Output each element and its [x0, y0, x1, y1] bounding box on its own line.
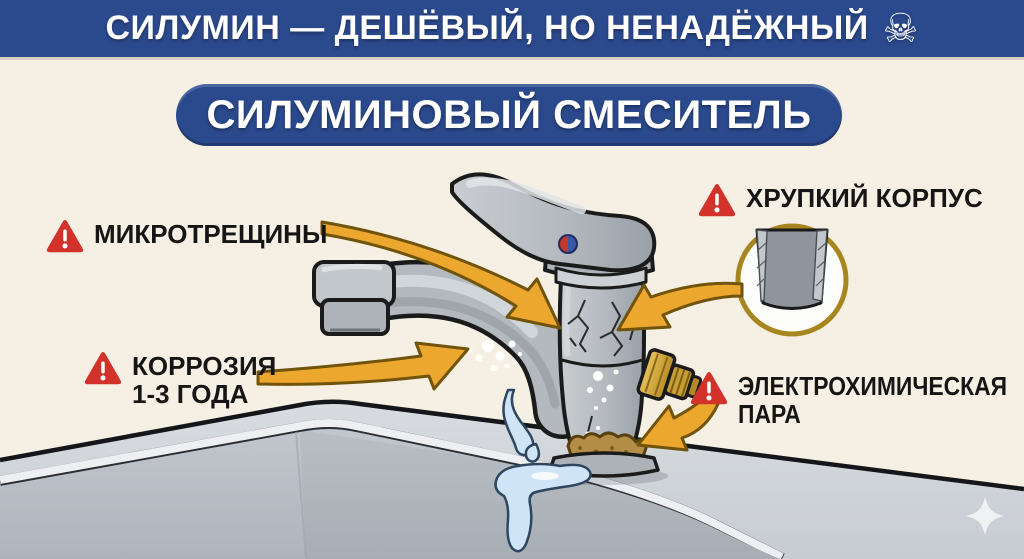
faucet [312, 172, 703, 485]
water-puddle [494, 462, 592, 553]
callout-arrows [256, 220, 744, 452]
header-title: СИЛУМИН — ДЕШЁВЫЙ, НО НЕНАДЁЖНЫЙ [105, 9, 869, 47]
hot-cold-indicator [558, 234, 578, 254]
brass-fitting [636, 348, 703, 401]
callout-electrochemical-label-line1: ЭЛЕКТРОХИМИЧЕСКАЯ [738, 371, 1008, 401]
warning-icon [690, 371, 728, 405]
header-banner: СИЛУМИН — ДЕШЁВЫЙ, НО НЕНАДЁЖНЫЙ ☠ [0, 0, 1024, 57]
callout-microcracks: МИКРОТРЕЩИНЫ [46, 219, 328, 253]
callout-fragile-body: ХРУПКИЙ КОРПУС [698, 183, 983, 217]
callout-corrosion-label-line2: 1-3 ГОДА [132, 379, 249, 409]
pipe-cross-section-inset [735, 223, 849, 337]
faucet-illustration [0, 172, 1024, 559]
faucet-spout [312, 259, 591, 439]
callout-electrochemical-pair: ЭЛЕКТРОХИМИЧЕСКАЯ ПАРА [690, 371, 1024, 429]
callout-corrosion-label-line1: КОРРОЗИЯ [132, 351, 277, 381]
warning-icon [46, 219, 84, 253]
sparkle-icon [966, 497, 1004, 535]
warning-icon [84, 351, 122, 385]
water [494, 388, 592, 553]
arrow-fragile-body [616, 281, 744, 332]
callout-electrochemical-label-line2: ПАРА [738, 399, 801, 429]
title-pill: СИЛУМИНОВЫЙ СМЕСИТЕЛЬ [176, 84, 842, 146]
arrow-corrosion [256, 341, 470, 391]
water-drip [502, 388, 535, 457]
title-pill-text: СИЛУМИНОВЫЙ СМЕСИТЕЛЬ [206, 92, 812, 137]
callout-fragile-body-label: ХРУПКИЙ КОРПУС [746, 183, 983, 213]
callout-microcracks-label: МИКРОТРЕЩИНЫ [94, 219, 328, 249]
warning-icon [698, 183, 736, 217]
arrow-microcracks [320, 220, 562, 330]
callout-corrosion: КОРРОЗИЯ 1-3 ГОДА [84, 351, 277, 409]
faucet-handle [450, 172, 657, 290]
skull-icon: ☠ [882, 6, 919, 51]
